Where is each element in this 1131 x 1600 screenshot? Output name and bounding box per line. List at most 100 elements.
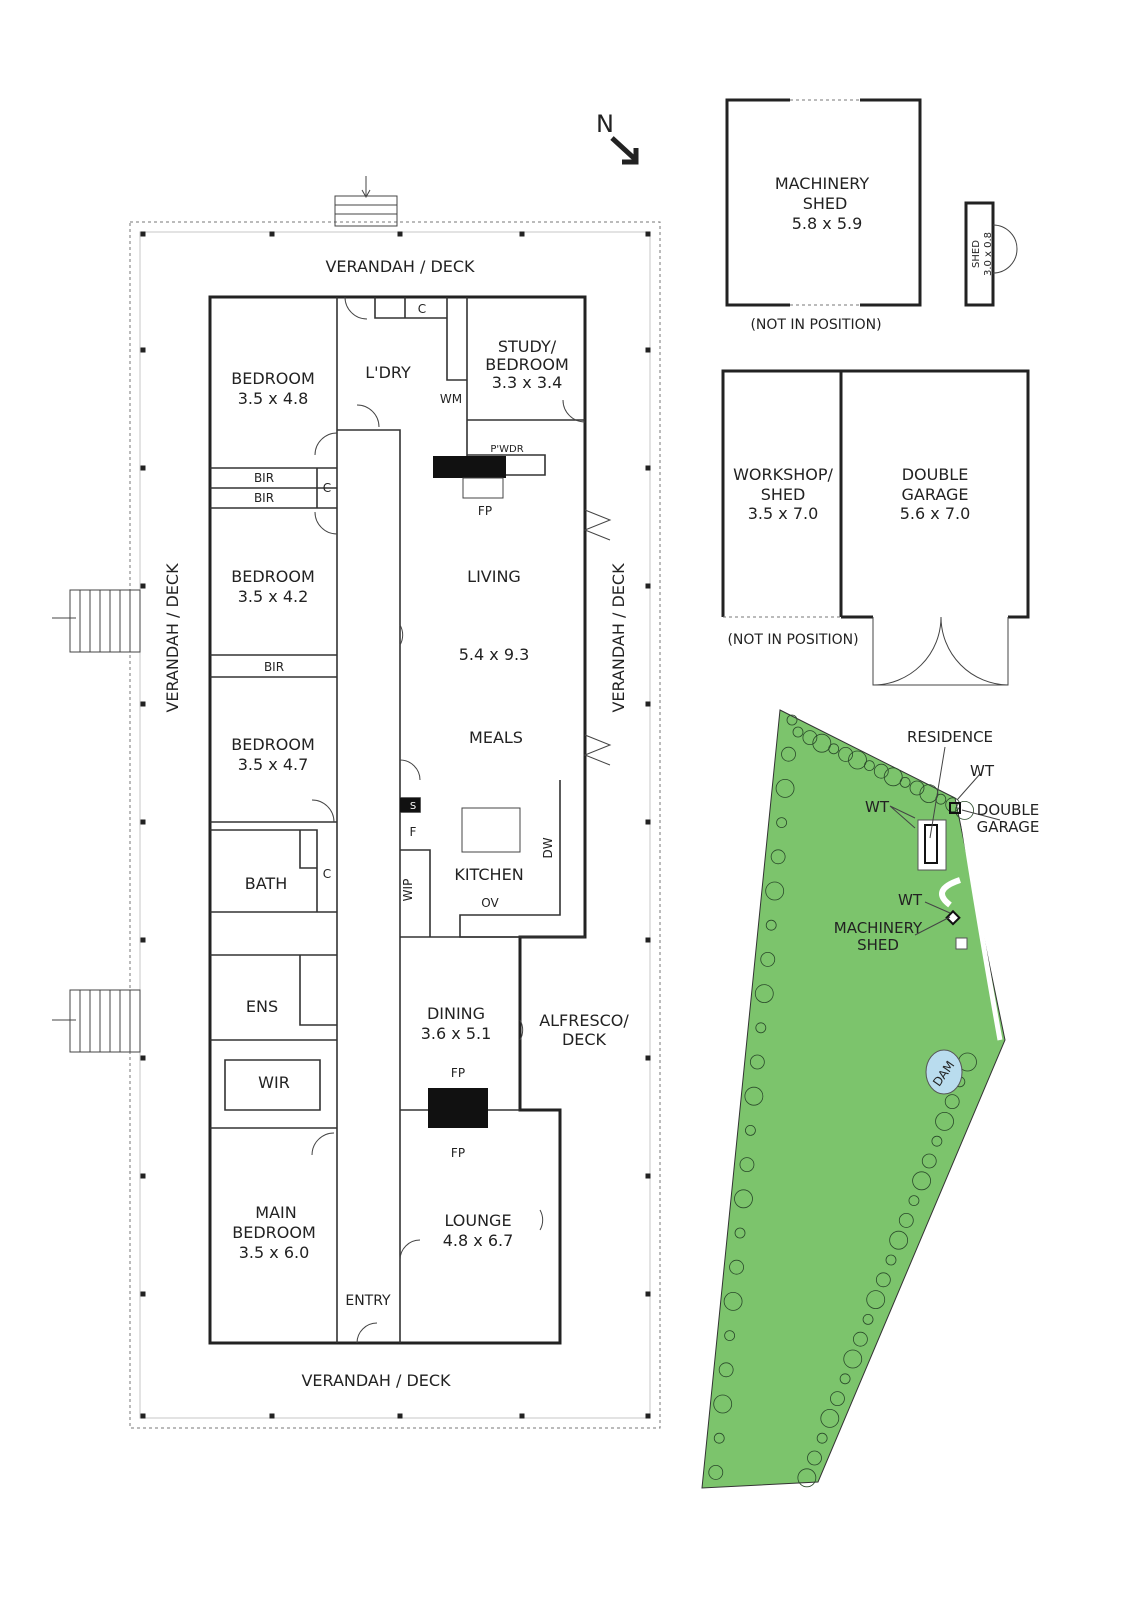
post: [645, 1173, 651, 1179]
tree-icon: [775, 779, 795, 798]
tree-icon: [898, 1213, 914, 1228]
bedroom3-size: 3.5 x 4.7: [238, 755, 309, 774]
post: [645, 819, 651, 825]
tree-icon: [866, 1290, 886, 1309]
tree-icon: [862, 1314, 874, 1325]
post: [519, 231, 525, 237]
workshop-label-2: SHED: [761, 485, 806, 504]
not-in-position-note: (NOT IN POSITION): [727, 632, 858, 648]
verandah-posts: [140, 231, 651, 1419]
fridge-label: F: [410, 825, 417, 839]
post: [645, 937, 651, 943]
post: [140, 347, 146, 353]
verandah-bottom-label: VERANDAH / DECK: [301, 1371, 451, 1390]
wir-label: WIR: [258, 1073, 290, 1092]
post: [645, 1413, 651, 1419]
post: [140, 1055, 146, 1061]
wm-label: WM: [440, 392, 462, 406]
living-label: LIVING: [467, 567, 521, 586]
entry-label: ENTRY: [345, 1293, 391, 1309]
workshop-size: 3.5 x 7.0: [748, 504, 819, 523]
tree-icon: [745, 1125, 756, 1136]
cupboard-label: C: [323, 867, 331, 881]
tree-icon: [781, 746, 796, 762]
machinery-shed-size: 5.8 x 5.9: [792, 214, 863, 233]
verandah-top-label: VERANDAH / DECK: [325, 257, 475, 276]
post: [645, 701, 651, 707]
dining-size: 3.6 x 5.1: [421, 1024, 492, 1043]
house-walls: [208, 295, 612, 1345]
post: [645, 1291, 651, 1297]
lounge-size: 4.8 x 6.7: [443, 1231, 514, 1250]
alfresco-label: ALFRESCO/: [539, 1011, 629, 1030]
post: [645, 1055, 651, 1061]
fp-label: FP: [451, 1146, 465, 1160]
machinery-shed-label-2: SHED: [803, 194, 848, 213]
pwdr-label: P'WDR: [490, 444, 523, 455]
wt-label: WT: [865, 798, 890, 816]
tree-icon: [713, 1394, 733, 1414]
garage-label-2: GARAGE: [902, 485, 969, 504]
steps-top: [334, 176, 398, 227]
study-size: 3.3 x 3.4: [492, 373, 563, 392]
tree-icon: [909, 780, 925, 796]
post: [140, 1291, 146, 1297]
double-garage: DOUBLE GARAGE 5.6 x 7.0: [841, 369, 1030, 686]
tree-icon: [848, 750, 867, 770]
tree-icon: [935, 793, 947, 805]
post: [519, 1413, 525, 1419]
machinery-shed-mark: [945, 909, 961, 926]
tree-icon: [786, 714, 798, 726]
site-garage-label-2: GARAGE: [977, 818, 1040, 836]
bir-label: BIR: [254, 491, 274, 505]
post: [140, 1413, 146, 1419]
bir-label: BIR: [254, 471, 274, 485]
tree-icon: [739, 1157, 755, 1172]
site-machinery-label-2: SHED: [857, 936, 899, 954]
tree-icon: [873, 763, 889, 779]
tree-icon: [830, 1391, 845, 1406]
wip-label: WIP: [401, 879, 415, 902]
tree-icon: [724, 1330, 736, 1341]
tree-icon: [797, 1468, 817, 1488]
steps-left-lower: [52, 989, 141, 1053]
post: [645, 583, 651, 589]
verandah-left-label: VERANDAH / DECK: [163, 563, 182, 713]
residence-mark: [924, 824, 938, 864]
tree-icon: [713, 1432, 725, 1444]
tree-icon: [723, 1292, 743, 1311]
tree-icon: [776, 817, 788, 828]
small-shed: SHED 3.0 x 0.8: [964, 201, 1018, 307]
dining-label: DINING: [427, 1004, 485, 1023]
kitchen-label: KITCHEN: [454, 865, 523, 884]
tree-icon: [899, 777, 911, 788]
bedroom1-label: BEDROOM: [231, 369, 315, 388]
main-bedroom-label-2: BEDROOM: [232, 1223, 316, 1242]
bath-label: BATH: [245, 874, 287, 893]
site-plan: RESIDENCE WT WT DOUBLE GARAGE WT MACHINE…: [701, 709, 1040, 1489]
tree-icon: [912, 1171, 931, 1191]
dw-label: DW: [541, 837, 555, 858]
tree-icon: [820, 1409, 840, 1428]
oven-label: OV: [481, 896, 499, 910]
garage-label: DOUBLE: [902, 465, 969, 484]
trees: [708, 714, 977, 1488]
post: [140, 819, 146, 825]
tree-icon: [792, 726, 804, 738]
post: [140, 701, 146, 707]
driveway: [957, 799, 1003, 1041]
tree-icon: [807, 1450, 822, 1466]
tree-icon: [883, 767, 903, 787]
tree-icon: [838, 747, 853, 762]
tree-icon: [765, 919, 777, 931]
tree-icon: [955, 801, 974, 820]
main-bedroom-label: MAIN: [255, 1203, 296, 1222]
meals-label: MEALS: [469, 728, 523, 747]
tree-icon: [812, 733, 832, 753]
tree-icon: [770, 849, 786, 865]
north-arrow: N: [596, 110, 639, 165]
bedroom1-size: 3.5 x 4.8: [238, 389, 309, 408]
laundry-label: L'DRY: [365, 363, 411, 382]
ens-label: ENS: [246, 997, 278, 1016]
